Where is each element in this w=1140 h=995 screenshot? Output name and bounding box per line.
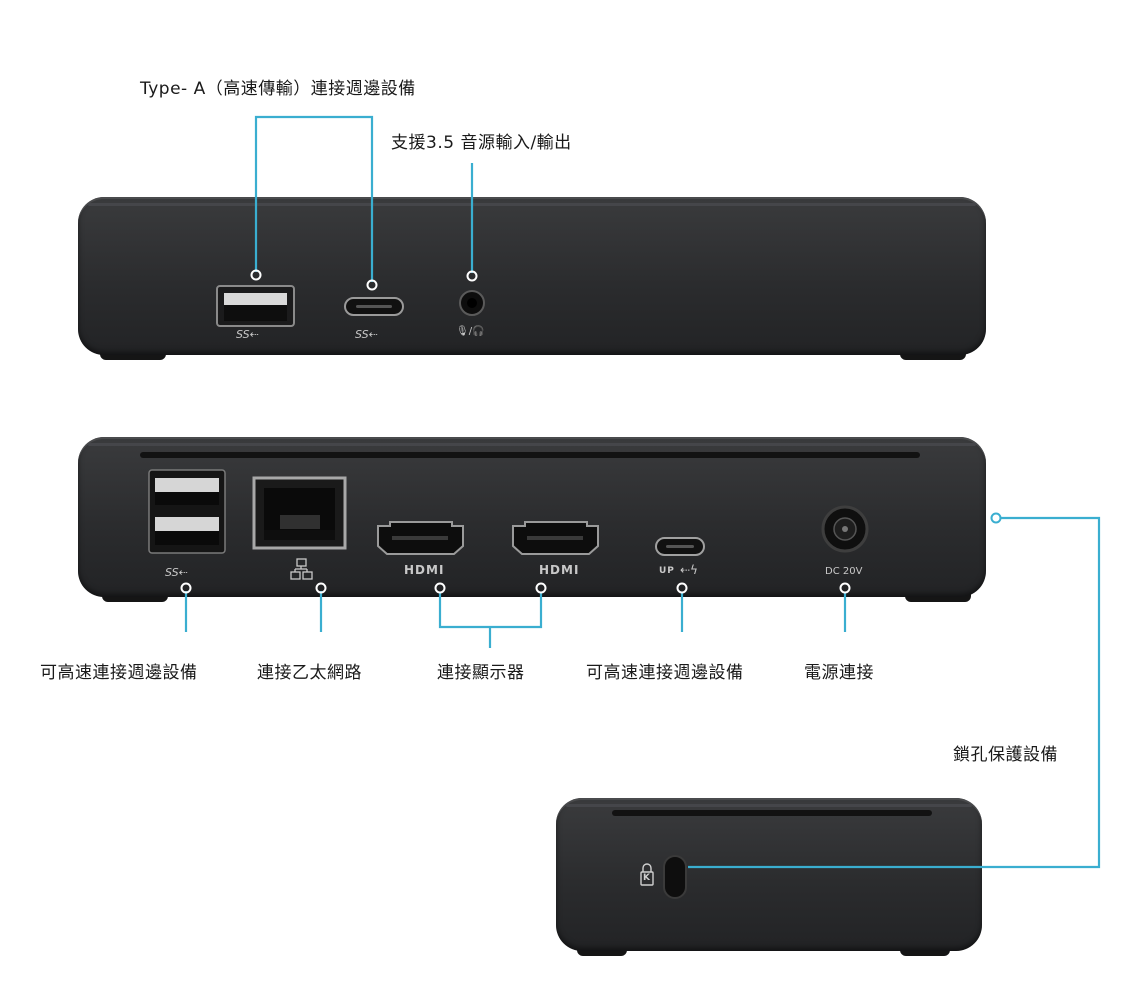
device-front: [78, 197, 986, 355]
ss-logo-front-a: SS⇠: [236, 328, 259, 341]
device-front-foot-left: [100, 350, 166, 360]
vent-side: [612, 810, 932, 816]
audio-icon: 🎙/🎧: [456, 326, 485, 337]
audio-jack: [459, 290, 485, 316]
label-lock: 鎖孔保護設備: [953, 745, 1058, 765]
hdmi-port-2: [512, 521, 599, 555]
vent: [140, 452, 920, 458]
device-front-foot-right: [900, 350, 966, 360]
line-type-a: [254, 115, 374, 282]
lock-slot: [663, 855, 687, 899]
label-ethernet: 連接乙太網路: [257, 663, 362, 683]
label-audio: 支援3.5 音源輸入/輸出: [391, 133, 572, 153]
line-display: [438, 592, 543, 629]
usb-c-port-front: [344, 297, 404, 316]
device-side-foot-right: [900, 946, 950, 956]
usb-a-ports-rear: [148, 469, 226, 554]
lock-k-label: K: [643, 873, 651, 883]
device-side: [556, 798, 982, 951]
ss-logo-rear: SS⇠: [165, 566, 188, 579]
label-usb-rear: 可高速連接週邊設備: [40, 663, 198, 683]
up-label: UP: [659, 566, 675, 576]
hdmi-logo-1: HDMI: [404, 563, 445, 577]
usb-a-port-front: [216, 285, 295, 327]
hdmi-logo-2: HDMI: [539, 563, 580, 577]
network-icon: [290, 558, 313, 580]
line-lock: [688, 516, 1101, 869]
dc-power-jack: [821, 505, 869, 553]
label-power: 電源連接: [804, 663, 874, 683]
label-display: 連接顯示器: [437, 663, 525, 683]
charge-arrow-icon: ⇠ϟ: [680, 563, 698, 577]
device-rear-foot-right: [905, 592, 971, 602]
usb-c-port-rear: [655, 537, 705, 556]
hdmi-port-1: [377, 521, 464, 555]
ss-logo-front-c: SS⇠: [355, 328, 378, 341]
lock-icon: [640, 863, 654, 886]
ethernet-port: [252, 476, 347, 550]
dc-label: DC 20V: [825, 566, 863, 577]
device-side-foot-left: [577, 946, 627, 956]
label-type-a: Type- A（高速傳輸）連接週邊設備: [140, 79, 416, 99]
device-rear-foot-left: [102, 592, 168, 602]
label-usb-c-rear: 可高速連接週邊設備: [586, 663, 744, 683]
